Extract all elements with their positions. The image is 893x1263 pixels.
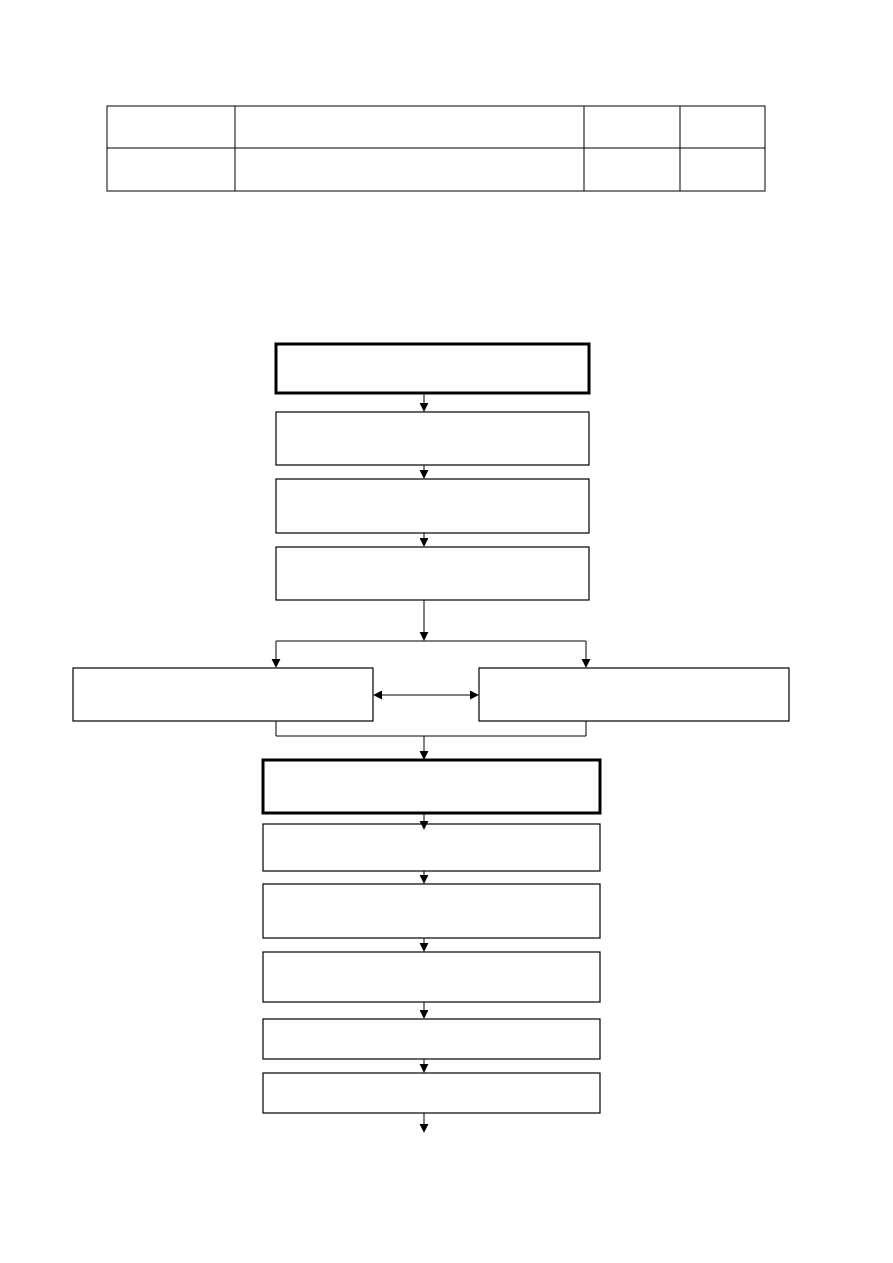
flow-node-6 <box>261 758 602 815</box>
flow-node-3 <box>275 478 590 534</box>
flow-node-10 <box>262 1018 601 1060</box>
flow-node-11 <box>262 1072 601 1114</box>
flow-node-1 <box>274 342 591 395</box>
flow-node-8 <box>262 883 601 939</box>
header-table <box>106 105 766 192</box>
flow-node-7 <box>262 823 601 872</box>
flow-node-9 <box>262 951 601 1003</box>
flow-node-4 <box>275 546 590 601</box>
flow-node-5-left <box>72 667 374 722</box>
flowchart <box>72 342 790 1133</box>
flow-node-2 <box>275 411 590 466</box>
flow-node-5-right <box>478 667 790 722</box>
